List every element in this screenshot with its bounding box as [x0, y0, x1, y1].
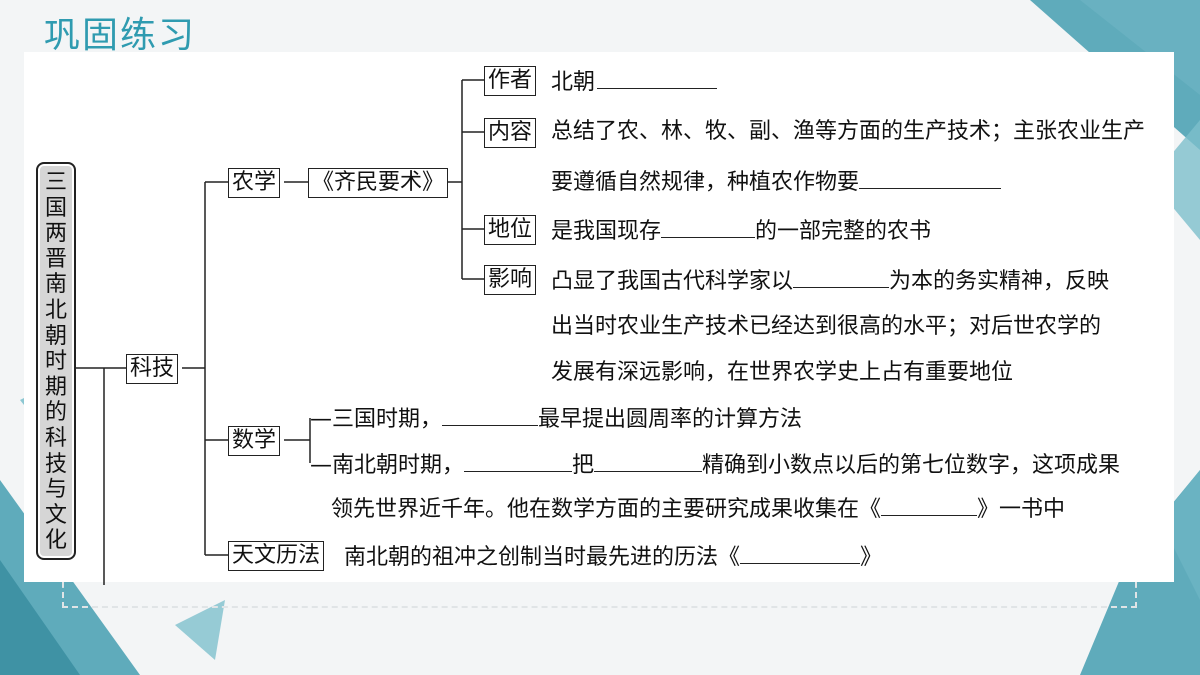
branch-keji-box: 科技: [126, 354, 179, 384]
agri-impact-pre: 凸显了我国古代科学家以: [551, 269, 794, 294]
agri-content-line1: 总结了农、林、牧、副、渔等方面的生产技术；主张农业生产: [551, 119, 1146, 144]
blank-math1: [442, 403, 539, 426]
math-l2-mid: 把: [572, 453, 595, 478]
agri-label-box: 农学: [228, 168, 281, 198]
agri-author-text: 北朝: [551, 70, 596, 95]
blank-math2: [464, 449, 573, 472]
blank-author: [597, 66, 718, 89]
root-topic-box: 三国两晋南北朝时期的科技与文化: [36, 162, 76, 560]
page-title: 巩固练习: [44, 15, 197, 56]
blank-impact: [793, 265, 890, 288]
math-l1-post: 最早提出圆周率的计算方法: [538, 407, 803, 432]
math-label-box: 数学: [228, 426, 281, 456]
math-line3: 领先世界近千年。他在数学方面的主要研究成果收集在《 》一书中: [331, 493, 1065, 524]
astro-post: 》: [860, 545, 883, 570]
math-l2-post: 精确到小数点以后的第七位数字，这项成果: [702, 453, 1121, 478]
agri-impact-post: 为本的务实精神，反映: [889, 269, 1110, 294]
blank-status: [661, 215, 756, 238]
agri-status-line: 是我国现存 的一部完整的农书: [551, 215, 931, 246]
math-l2-pre: —南北朝时期，: [310, 453, 465, 478]
astro-line: 南北朝的祖冲之创制当时最先进的历法《 》: [344, 541, 882, 572]
math-line2: —南北朝时期， 把 精确到小数点以后的第七位数字，这项成果: [310, 449, 1120, 480]
blank-math4: [881, 493, 978, 516]
agri-status-tag: 地位: [484, 215, 537, 245]
blank-math3: [594, 449, 703, 472]
agri-status-pre: 是我国现存: [551, 219, 662, 244]
agri-impact-line1: 凸显了我国古代科学家以 为本的务实精神，反映: [551, 265, 1109, 296]
agri-impact-line2: 出当时农业生产技术已经达到很高的水平；对后世农学的: [551, 314, 1102, 339]
math-l1-pre: —三国时期，: [310, 407, 443, 432]
content-panel: [24, 52, 1174, 582]
agri-impact-line3: 发展有深远影响，在世界农学史上占有重要地位: [551, 360, 1014, 385]
agri-content-line2-wrap: 要遵循自然规律，种植农作物要: [551, 166, 1002, 197]
math-line1: —三国时期， 最早提出圆周率的计算方法: [310, 403, 802, 434]
astro-pre: 南北朝的祖冲之创制当时最先进的历法《: [344, 545, 741, 570]
root-topic-text: 三国两晋南北朝时期的科技与文化: [44, 170, 67, 554]
agri-content-tag: 内容: [484, 118, 537, 148]
astro-label-box: 天文历法: [228, 541, 325, 571]
math-l3-pre: 领先世界近千年。他在数学方面的主要研究成果收集在《: [331, 497, 882, 522]
math-l3-post: 》一书中: [977, 497, 1066, 522]
agri-author-tag: 作者: [484, 66, 537, 96]
agri-author-line: 北朝: [551, 66, 718, 97]
blank-astro: [740, 541, 861, 564]
agri-impact-tag: 影响: [484, 265, 537, 295]
agri-content-line2: 要遵循自然规律，种植农作物要: [551, 170, 860, 195]
agri-book-box: 《齐民要术》: [308, 168, 449, 198]
agri-status-post: 的一部完整的农书: [755, 219, 932, 244]
blank-content: [859, 166, 1002, 189]
